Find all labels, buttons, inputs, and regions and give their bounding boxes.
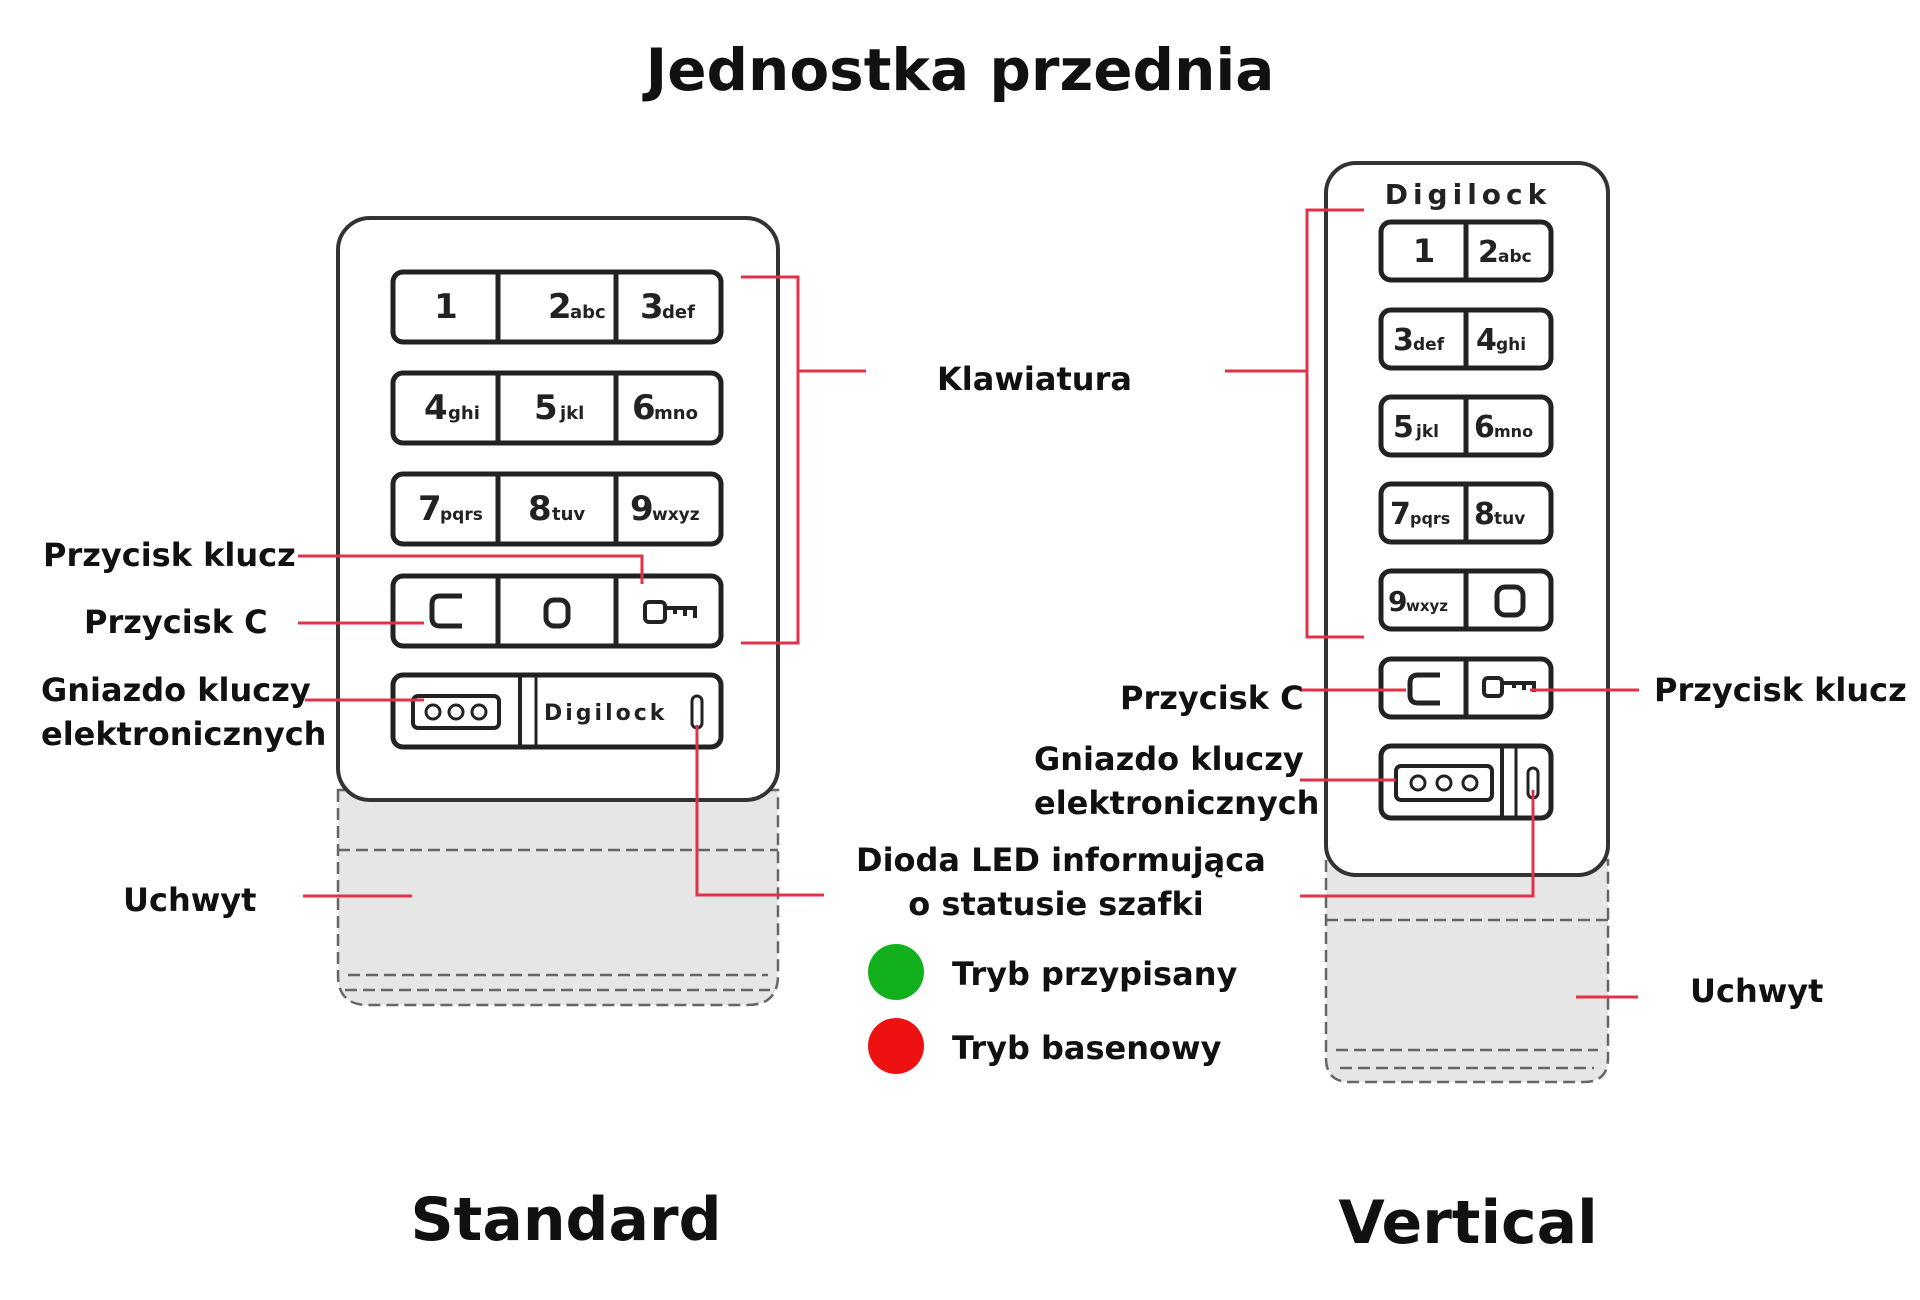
vertical-socket bbox=[1394, 764, 1494, 802]
v-key-6: 6 bbox=[1474, 410, 1495, 445]
caption-standard: Standard bbox=[410, 1185, 722, 1255]
key-5-letters: jkl bbox=[559, 403, 584, 424]
key-6-letters: mno bbox=[654, 403, 698, 424]
v-key-7-letters: pqrs bbox=[1410, 509, 1450, 528]
legend-dot-pool bbox=[868, 1018, 924, 1074]
caption-vertical: Vertical bbox=[1338, 1188, 1598, 1258]
vertical-handle-label: Uchwyt bbox=[1690, 972, 1824, 1010]
vertical-handle-shape bbox=[1324, 858, 1610, 1084]
key-3: 3 bbox=[640, 287, 664, 327]
standard-keypad bbox=[390, 269, 724, 649]
key-8: 8 bbox=[528, 489, 552, 529]
keypad-label: Klawiatura bbox=[937, 360, 1132, 398]
v-key-5-letters: jkl bbox=[1415, 422, 1439, 442]
key-2: 2 bbox=[548, 287, 572, 327]
key-3-letters: def bbox=[662, 302, 695, 323]
led-label-line2: o statusie szafki bbox=[908, 885, 1204, 923]
key-8-letters: tuv bbox=[552, 504, 585, 525]
v-key-3-letters: def bbox=[1413, 335, 1445, 355]
v-key-2: 2 bbox=[1478, 235, 1499, 270]
legend-dot-assigned bbox=[868, 944, 924, 1000]
standard-handle-label: Uchwyt bbox=[123, 881, 257, 919]
key-1: 1 bbox=[434, 287, 458, 327]
zero-key-icon bbox=[543, 597, 571, 629]
standard-socket-label-line1: Gniazdo kluczy bbox=[41, 671, 311, 709]
key-9: 9 bbox=[630, 489, 654, 529]
vertical-leaders bbox=[1225, 208, 1639, 999]
standard-handle-shape bbox=[336, 788, 780, 1007]
v-zero-key-icon bbox=[1494, 584, 1526, 618]
legend-label-pool: Tryb basenowy bbox=[952, 1029, 1222, 1067]
led-label-line1: Dioda LED informująca bbox=[856, 841, 1266, 879]
key-4: 4 bbox=[424, 388, 448, 428]
standard-key-button-label: Przycisk klucz bbox=[43, 536, 296, 574]
vertical-c-button-label: Przycisk C bbox=[1120, 679, 1304, 717]
v-key-5: 5 bbox=[1393, 410, 1414, 445]
vertical-device: Digilock 1 2 abc 3 def 4 ghi 5 jkl 6 mno… bbox=[1324, 161, 1610, 1084]
key-4-letters: ghi bbox=[448, 403, 480, 424]
v-c-key-icon bbox=[1407, 672, 1440, 706]
v-key-9-letters: wxyz bbox=[1406, 597, 1448, 615]
v-key-1: 1 bbox=[1413, 232, 1435, 270]
v-key-4: 4 bbox=[1476, 323, 1497, 358]
standard-brand: Digilock bbox=[544, 701, 667, 726]
vertical-brand: Digilock bbox=[1385, 178, 1552, 211]
v-key-8: 8 bbox=[1474, 497, 1495, 532]
legend-label-assigned: Tryb przypisany bbox=[952, 955, 1238, 993]
key-7-letters: pqrs bbox=[440, 505, 483, 525]
key-7: 7 bbox=[418, 489, 442, 529]
vertical-socket-label-line1: Gniazdo kluczy bbox=[1034, 740, 1304, 778]
key-2-letters: abc bbox=[570, 302, 606, 323]
key-6: 6 bbox=[632, 388, 656, 428]
v-key-7: 7 bbox=[1390, 497, 1411, 532]
diagram-title: Jednostka przednia bbox=[645, 36, 1275, 104]
standard-c-button-label: Przycisk C bbox=[84, 603, 268, 641]
v-key-9: 9 bbox=[1388, 585, 1407, 618]
vertical-key-button-label: Przycisk klucz bbox=[1654, 671, 1907, 709]
standard-socket-label-line2: elektronicznych bbox=[41, 715, 327, 753]
v-key-4-letters: ghi bbox=[1496, 335, 1526, 355]
v-key-3: 3 bbox=[1393, 323, 1414, 358]
vertical-socket-label-line2: elektronicznych bbox=[1034, 784, 1320, 822]
standard-device: 1 2 abc 3 def 4 ghi 5 jkl 6 mno 7 pqrs 8… bbox=[336, 216, 780, 1007]
standard-led bbox=[690, 694, 704, 730]
v-key-2-letters: abc bbox=[1498, 247, 1532, 267]
v-key-8-letters: tuv bbox=[1494, 509, 1525, 529]
v-key-6-letters: mno bbox=[1494, 422, 1533, 441]
key-icon bbox=[643, 600, 697, 624]
key-9-letters: wxyz bbox=[652, 505, 700, 525]
c-key-icon bbox=[429, 593, 462, 629]
key-5: 5 bbox=[534, 388, 558, 428]
standard-leaders bbox=[298, 275, 866, 898]
